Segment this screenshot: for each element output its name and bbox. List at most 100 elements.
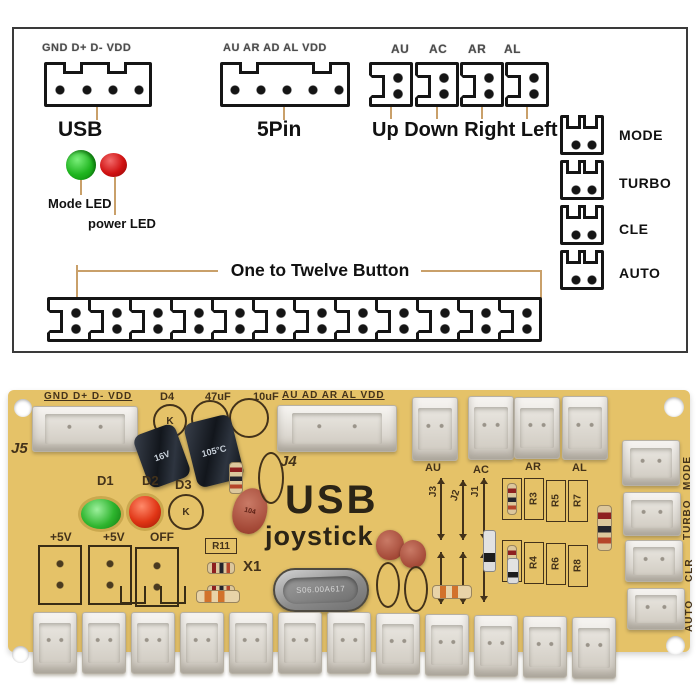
auto-label: AUTO <box>619 265 661 281</box>
connector-notch <box>312 62 332 74</box>
mounting-hole <box>666 636 685 655</box>
pcb-button-connector-4 <box>180 612 224 674</box>
bracket-line <box>76 265 78 298</box>
pcb-clr-connector <box>625 540 683 582</box>
resistor <box>207 562 235 574</box>
pcb-button-connector-7 <box>327 612 371 674</box>
j4-pin-silk: AU AD AR AL VDD <box>282 390 385 401</box>
pcb-trace <box>120 586 146 604</box>
r4-silk: R4 <box>524 542 544 584</box>
button-connector-8 <box>334 297 378 342</box>
leader-line <box>114 177 116 215</box>
resistor <box>597 505 612 551</box>
off-silk: OFF <box>150 530 174 544</box>
silk-arrow <box>459 480 467 540</box>
wiring-diagram-panel: GND D+ D- VDD USB AU AR AD AL VDD 5Pin A… <box>12 27 688 353</box>
r8-silk: R8 <box>568 545 588 587</box>
leader-line <box>283 107 285 120</box>
pcb-auto-connector <box>627 588 685 630</box>
mounting-hole <box>664 397 684 417</box>
turbo-connector <box>560 160 604 200</box>
diode <box>483 530 496 572</box>
button-connector-6 <box>252 297 296 342</box>
fivepin-connector <box>220 62 350 107</box>
resistor <box>507 483 517 515</box>
connector-notch <box>107 62 127 74</box>
silk-arrow <box>437 552 445 604</box>
resistor <box>196 590 240 603</box>
pcb-right-connector <box>514 397 560 459</box>
button-connector-1 <box>47 297 91 342</box>
pcb-clr-silk: CLR <box>684 558 695 582</box>
mounting-hole <box>12 646 29 663</box>
button-connector-11 <box>457 297 501 342</box>
pcb-mode-connector <box>622 440 680 486</box>
pcb-button-connector-10 <box>474 615 518 677</box>
pcb-button-connector-6 <box>278 612 322 674</box>
board-subtitle: joystick <box>265 521 374 551</box>
spare-footprint <box>88 545 132 605</box>
bracket-line <box>421 270 542 272</box>
dir-pin-label-ac: AC <box>429 42 448 56</box>
pcb-al-silk: AL <box>572 462 587 474</box>
button-connector-10 <box>416 297 460 342</box>
connector-notch <box>63 62 83 74</box>
leader-line <box>481 107 483 119</box>
r7-silk: R7 <box>568 480 588 522</box>
j2-silk: J2 <box>448 488 463 503</box>
mounting-hole <box>14 399 32 417</box>
j5-pin-silk: GND D+ D- VDD <box>44 391 133 402</box>
button-connector-9 <box>375 297 419 342</box>
pcb-trace <box>160 586 186 604</box>
dir-pin-label-ar: AR <box>468 42 487 56</box>
d3-footprint: K <box>168 494 204 530</box>
down-connector <box>415 62 459 107</box>
leader-line <box>436 107 438 119</box>
oval-footprint <box>404 566 428 612</box>
button-connector-12 <box>498 297 542 342</box>
resistor <box>432 585 472 599</box>
disc-capacitor <box>400 540 426 568</box>
pcb-turbo-silk: TURBO <box>682 499 693 540</box>
usb-pin-labels: GND D+ D- VDD <box>42 42 132 54</box>
pcb-au-silk: AU <box>425 462 441 474</box>
d3-silk: D3 <box>175 477 192 492</box>
crystal-marking: S06.00A617 <box>282 575 360 605</box>
d4-silk: D4 <box>160 391 175 403</box>
mode-led <box>66 150 96 180</box>
spare-footprint <box>38 545 82 605</box>
pcb-button-connector-3 <box>131 612 175 674</box>
leader-line <box>390 107 392 119</box>
dir-pin-label-al: AL <box>504 42 521 56</box>
cle-connector <box>560 205 604 245</box>
plus5-silk-1: +5V <box>50 530 72 544</box>
r11-silk: R11 <box>205 538 237 554</box>
j5-silk: J5 <box>11 440 28 457</box>
pcb-left-connector <box>562 396 608 460</box>
pcb-ar-silk: AR <box>525 461 541 473</box>
board-title: USB <box>285 478 379 522</box>
pcb-ac-silk: AC <box>473 464 489 476</box>
disc-capacitor <box>376 530 404 560</box>
pcb-button-connector-2 <box>82 612 126 674</box>
connector-notch <box>239 62 259 74</box>
direction-labels: Up Down Right Left <box>372 119 558 141</box>
usb-connector <box>44 62 152 107</box>
mode-led-label: Mode LED <box>48 196 112 211</box>
pcb-button-connector-11 <box>523 616 567 678</box>
power-led <box>100 153 127 177</box>
resistor <box>229 462 243 494</box>
cle-label: CLE <box>619 221 649 237</box>
dir-pin-label-au: AU <box>391 42 410 56</box>
pcb-up-connector <box>412 397 458 461</box>
right-connector <box>460 62 504 107</box>
oval-footprint <box>376 562 400 608</box>
pcb-down-connector <box>468 396 514 460</box>
spare-footprint <box>135 547 179 607</box>
j4-silk: J4 <box>280 453 297 470</box>
x1-silk: X1 <box>243 558 262 575</box>
j1-silk: J1 <box>470 485 482 498</box>
resistor-footprint <box>502 478 522 520</box>
diode <box>507 558 519 584</box>
turbo-label: TURBO <box>619 175 672 191</box>
